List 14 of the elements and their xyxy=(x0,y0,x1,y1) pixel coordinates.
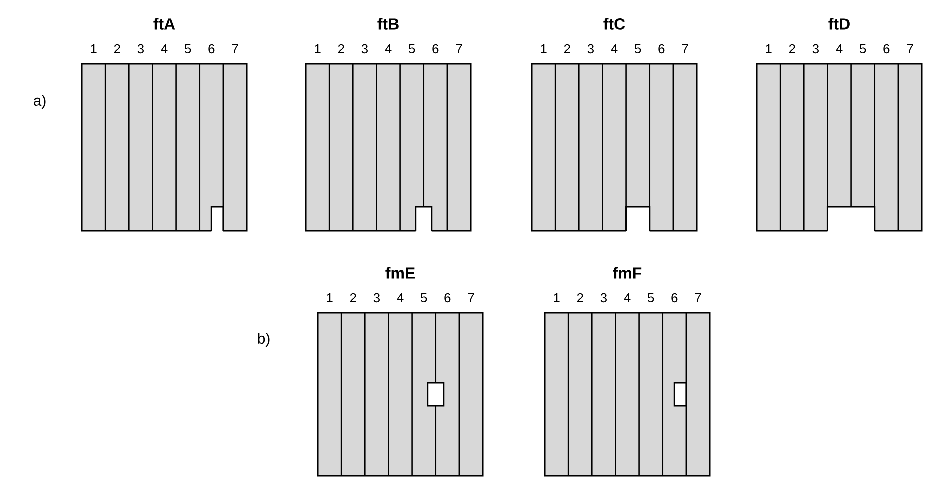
row-label: b) xyxy=(258,333,270,347)
panel-title: fmF xyxy=(613,267,642,279)
panel-drawing xyxy=(544,267,711,477)
panel-title: fmE xyxy=(386,267,415,279)
panel-title: ftC xyxy=(604,18,626,30)
panel-title: ftA xyxy=(154,18,176,30)
panel-drawing xyxy=(317,267,484,477)
panel-title: ftD xyxy=(828,18,850,30)
panel-drawing xyxy=(305,18,472,233)
panel-drawing xyxy=(81,18,248,233)
panel-drawing xyxy=(756,18,923,233)
row-label: a) xyxy=(34,95,46,109)
panel-drawing xyxy=(531,18,698,233)
panel-title: ftB xyxy=(378,18,399,30)
